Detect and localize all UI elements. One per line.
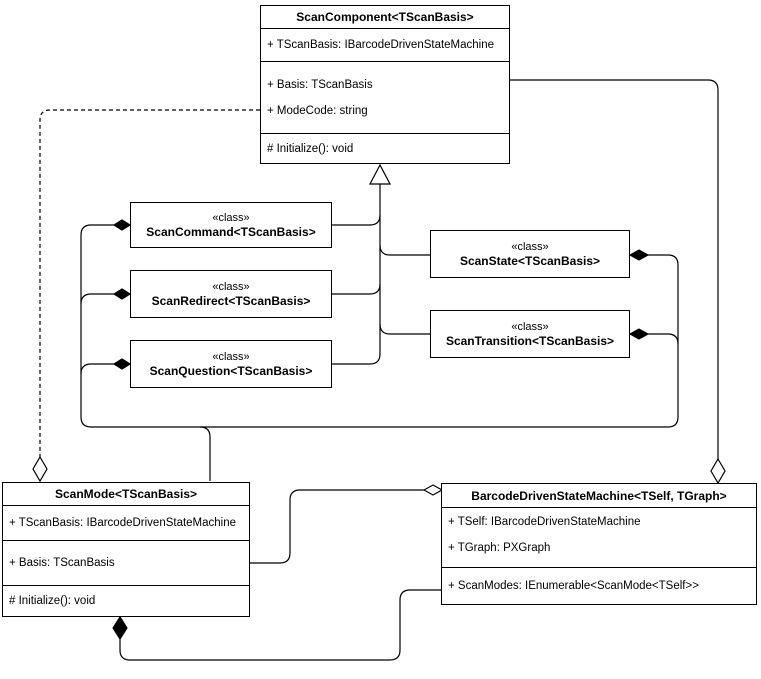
- stereotype-label: «class»: [212, 211, 250, 224]
- class-name-barcode-driven-state-machine: BarcodeDrivenStateMachine<TSelf, TGraph>: [471, 488, 727, 503]
- member-basis: + Basis: TScanBasis: [267, 79, 373, 91]
- composition-diamond-scan-transition: [628, 328, 650, 340]
- class-name-scan-component: ScanComponent<TScanBasis>: [296, 10, 474, 24]
- aggregation-diamond-scan-mode-top: [32, 455, 48, 483]
- class-name-scan-state: ScanState<TScanBasis>: [459, 253, 601, 268]
- inheritance-branch-scan-question: [332, 353, 381, 365]
- aggregation-line-scan-mode-to-state-machine: [250, 489, 424, 564]
- composition-diamond-scan-question: [112, 358, 132, 370]
- composition-line-scan-modes: [119, 589, 441, 661]
- composition-branch-scan-question: [80, 363, 114, 375]
- member-tgraph: + TGraph: PXGraph: [448, 542, 551, 554]
- class-box-barcode-driven-state-machine: BarcodeDrivenStateMachine<TSelf, TGraph>…: [441, 483, 757, 605]
- stereotype-label: «class»: [511, 320, 549, 333]
- member-basis: + Basis: TScanBasis: [9, 557, 115, 569]
- class-box-scan-state: «class» ScanState<TScanBasis>: [430, 230, 630, 278]
- class-name-scan-transition: ScanTransition<TScanBasis>: [445, 333, 615, 348]
- inheritance-branch-scan-transition: [379, 323, 430, 335]
- member-type-param: + TScanBasis: IBarcodeDrivenStateMachine: [9, 517, 237, 529]
- member-type-param: + TScanBasis: IBarcodeDrivenStateMachine: [267, 39, 495, 51]
- composition-branch-scan-redirect: [80, 293, 114, 305]
- class-name-scan-mode: ScanMode<TScanBasis>: [54, 487, 198, 501]
- inheritance-branch-scan-state: [379, 244, 430, 256]
- composition-bus-line: [80, 224, 679, 428]
- member-mode-code: + ModeCode: string: [267, 105, 368, 117]
- class-box-scan-redirect: «class» ScanRedirect<TScanBasis>: [130, 270, 332, 318]
- composition-diamond-scan-redirect: [112, 288, 132, 300]
- composition-branch-scan-transition: [648, 333, 679, 345]
- composition-diamond-scan-command: [112, 219, 132, 231]
- member-initialize: # Initialize(): void: [267, 142, 354, 155]
- class-box-scan-question: «class» ScanQuestion<TScanBasis>: [130, 340, 332, 388]
- class-box-scan-command: «class» ScanCommand<TScanBasis>: [130, 202, 332, 248]
- composition-diamond-scan-state: [628, 249, 650, 261]
- class-name-scan-question: ScanQuestion<TScanBasis>: [149, 363, 313, 378]
- aggregation-line-scan-component-to-state-machine: [510, 79, 719, 459]
- inheritance-branch-scan-command: [332, 214, 381, 226]
- composition-branch-scan-mode-top: [199, 426, 211, 481]
- member-scan-modes: + ScanModes: IEnumerable<ScanMode<TSelf>…: [448, 580, 699, 592]
- class-box-scan-component: ScanComponent<TScanBasis> + TScanBasis: …: [260, 5, 510, 164]
- stereotype-label: «class»: [511, 240, 549, 253]
- member-initialize: # Initialize(): void: [9, 595, 96, 607]
- class-name-scan-redirect: ScanRedirect<TScanBasis>: [151, 293, 311, 308]
- class-box-scan-mode: ScanMode<TScanBasis> + TScanBasis: IBarc…: [2, 482, 250, 617]
- composition-diamond-scan-mode-bottom: [112, 615, 128, 641]
- class-box-scan-transition: «class» ScanTransition<TScanBasis>: [430, 310, 630, 358]
- stereotype-label: «class»: [212, 280, 250, 293]
- inheritance-triangle-arrow: [369, 163, 391, 185]
- class-name-scan-command: ScanCommand<TScanBasis>: [146, 224, 316, 239]
- dashed-aggregation-line: [39, 109, 260, 457]
- aggregation-diamond-state-machine-top: [710, 457, 726, 485]
- aggregation-diamond-state-machine-left: [422, 484, 444, 496]
- member-tself: + TSelf: IBarcodeDrivenStateMachine: [448, 516, 641, 528]
- stereotype-label: «class»: [212, 350, 250, 363]
- inheritance-branch-scan-redirect: [332, 283, 381, 295]
